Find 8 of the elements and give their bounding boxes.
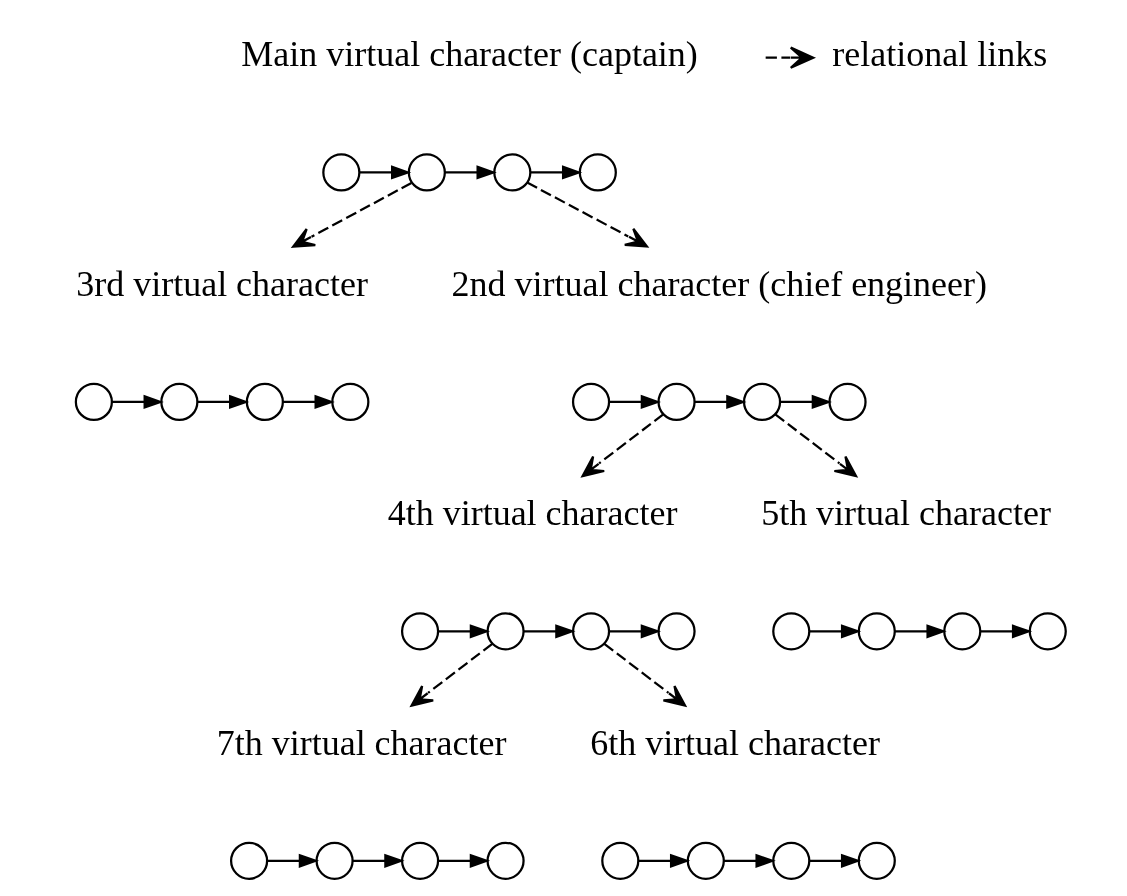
node-text: 4th virtual character	[387, 493, 678, 534]
node-text: 6th virtual character	[590, 722, 880, 763]
node-text: 7th virtual character	[216, 722, 507, 763]
node-text: 3rd virtual character	[76, 263, 368, 304]
node-text: 5th virtual character	[761, 493, 1051, 534]
node-text: Main virtual character (captain)	[241, 34, 698, 75]
legend-label: relational links	[832, 34, 1048, 75]
node-text: 2nd virtual character (chief engineer)	[451, 263, 988, 304]
